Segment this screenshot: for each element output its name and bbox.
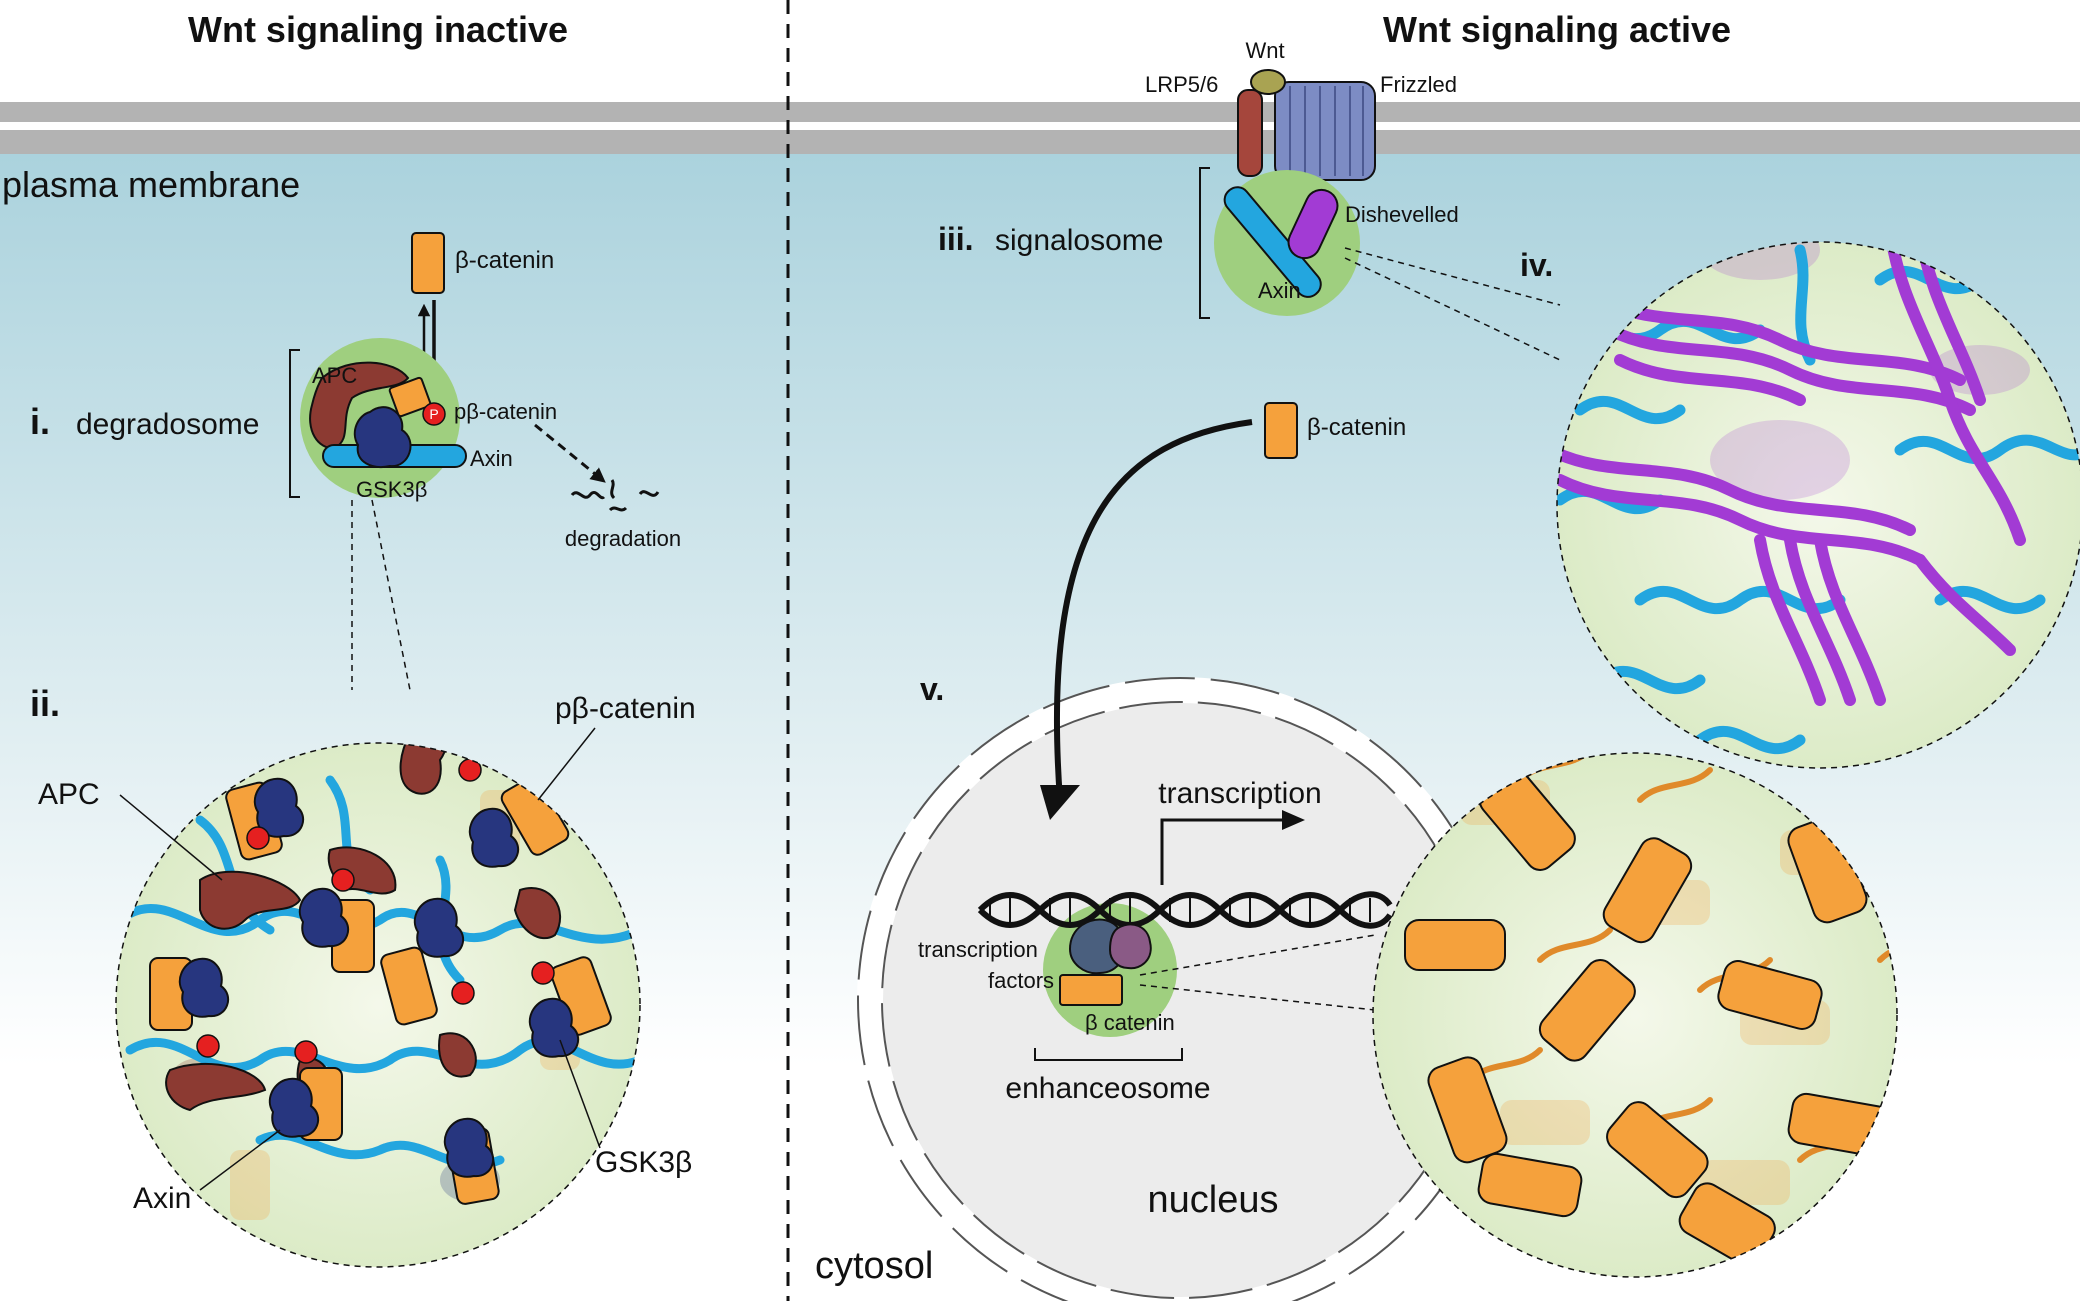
nuc-zoom-line-top <box>1139 934 1376 976</box>
degradation-label: degradation <box>565 526 681 551</box>
wnt-ligand <box>1250 69 1286 95</box>
nuclear-import-arrow <box>1054 419 1253 801</box>
gsk3b-label: GSK3β <box>356 477 427 502</box>
degradosome-complex: P <box>300 338 467 498</box>
dna-base-pairs <box>989 898 1371 922</box>
apc-label: APC <box>312 363 357 388</box>
transcription-factor-2 <box>1108 923 1152 970</box>
p-beta-catenin-label: pβ-catenin <box>454 399 557 424</box>
enhanceosome-beta-catenin-label: β catenin <box>1085 1010 1175 1035</box>
signalosome-zoom-circle <box>1556 241 2080 769</box>
axin-label: Axin <box>470 446 513 471</box>
signalosome-axin-shape <box>1223 186 1322 298</box>
transcription-arrow <box>1160 818 1290 885</box>
signalosome-axin-label: Axin <box>1258 278 1301 303</box>
transcription-label: transcription <box>1158 777 1321 810</box>
plasma-membrane-label: plasma membrane <box>2 164 300 205</box>
beta-catenin-active-label: β-catenin <box>1307 414 1406 441</box>
enhanceosome-label: enhanceosome <box>1005 1072 1210 1105</box>
numeral-iv: iv. <box>1520 247 1553 283</box>
numeral-i: i. <box>30 401 50 442</box>
zoom-p-beta-catenin-label: pβ-catenin <box>555 692 696 725</box>
signalosome-complex <box>1214 170 1360 316</box>
p-beta-catenin-shape <box>388 376 432 418</box>
degradosome-bracket <box>289 349 300 498</box>
numeral-iii: iii. <box>938 221 974 257</box>
nucleus-label: nucleus <box>1148 1179 1279 1221</box>
phospho-letter: P <box>429 406 438 422</box>
lrp-receptor <box>1237 89 1263 177</box>
zoom-axin-label: Axin <box>133 1182 191 1215</box>
degradation-fragments <box>570 479 660 512</box>
degradosome-label: degradosome <box>76 408 259 441</box>
cytosol-label: cytosol <box>815 1245 933 1287</box>
iv-zoom-line-bottom <box>1344 257 1561 361</box>
enhanceosome-bracket <box>1034 1048 1183 1061</box>
beta-catenin-label: β-catenin <box>455 247 554 274</box>
zoom-apc-leader <box>119 794 223 881</box>
zoom-apc-label: APC <box>38 778 100 811</box>
plasma-membrane <box>0 102 2080 154</box>
apc-shape <box>309 361 410 450</box>
numeral-ii: ii. <box>30 683 60 724</box>
header-inactive: Wnt signaling inactive <box>188 9 568 50</box>
enhanceosome-beta-catenin <box>1059 974 1123 1006</box>
numeral-v: v. <box>920 671 944 707</box>
phospho-marker <box>422 402 446 426</box>
zoom-gsk3b-leader <box>559 1039 601 1149</box>
transcription-arrowhead <box>1282 810 1305 830</box>
frizzled-label: Frizzled <box>1380 72 1457 97</box>
lrp-label: LRP5/6 <box>1145 72 1218 97</box>
degradosome-zoom-circle <box>115 742 641 1268</box>
signalosome-label: signalosome <box>995 224 1163 257</box>
header-active: Wnt signaling active <box>1383 9 1731 50</box>
beta-catenin-monomer <box>411 232 445 294</box>
zoom-p-beta-catenin-leader <box>537 727 596 801</box>
enhanceosome-zoom-circle <box>1372 752 1898 1278</box>
iv-zoom-line-top <box>1344 247 1561 306</box>
zoom-axin-leader <box>199 1129 281 1191</box>
nuclear-import-arrowhead <box>1040 785 1080 820</box>
dishevelled-shape <box>1287 188 1339 260</box>
zoom-gsk3b-label: GSK3β <box>595 1146 692 1179</box>
transcription-factors-label-1: transcription <box>918 937 1038 962</box>
frizzled-receptor <box>1274 81 1376 181</box>
dna-helix <box>977 891 1393 929</box>
dishevelled-label: Dishevelled <box>1345 202 1459 227</box>
beta-catenin-monomer-active <box>1264 402 1298 459</box>
wnt-label: Wnt <box>1245 38 1284 63</box>
signalosome-bracket <box>1199 167 1210 319</box>
transcription-factors-label-2: factors <box>988 968 1054 993</box>
transcription-factor-1 <box>1068 918 1126 975</box>
